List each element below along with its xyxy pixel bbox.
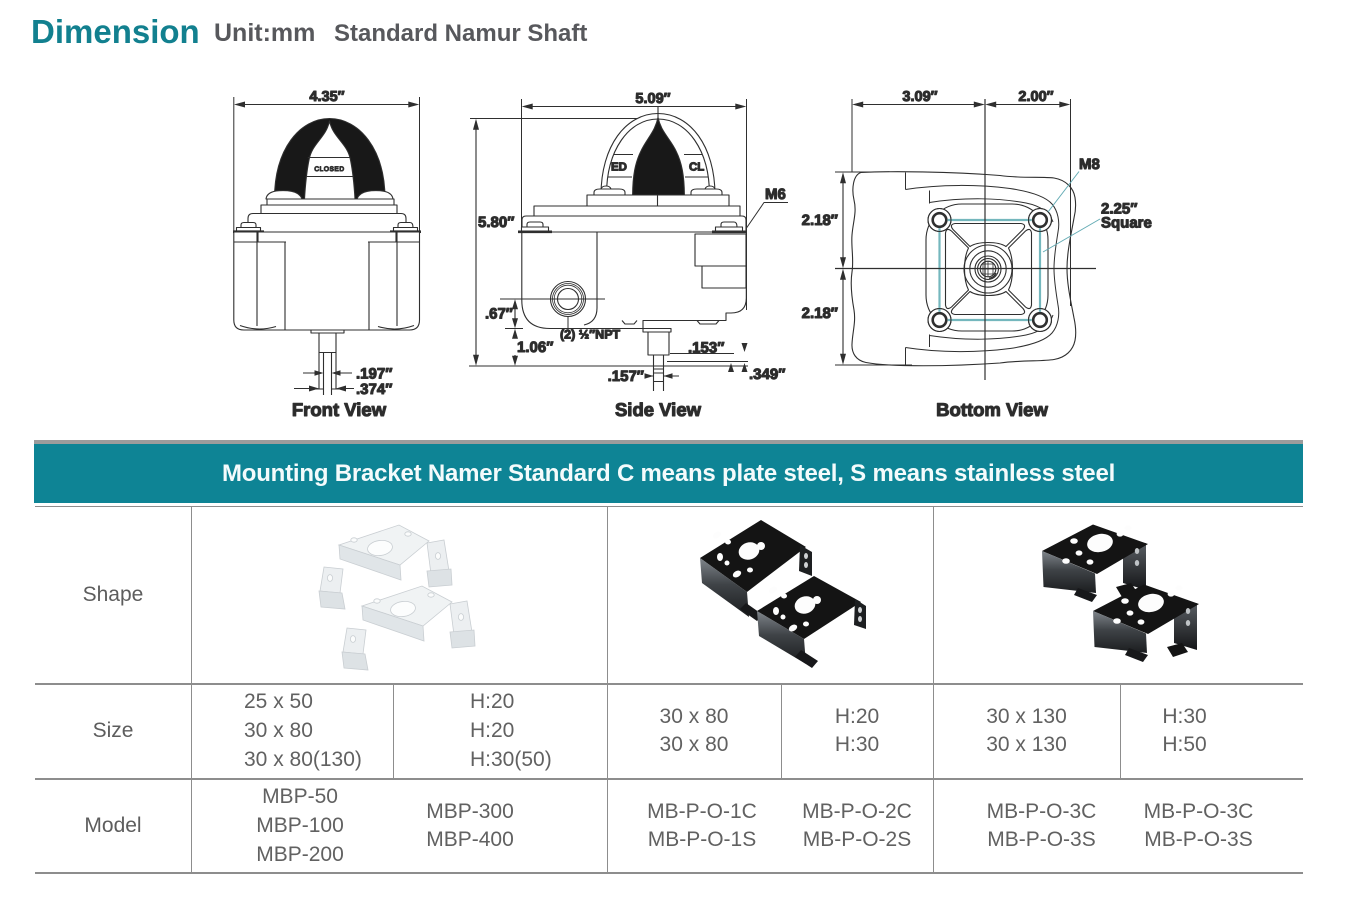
svg-text:.67″: .67″ — [485, 306, 513, 323]
svg-text:3.09″: 3.09″ — [902, 89, 937, 105]
svg-text:CLOSED: CLOSED — [314, 166, 344, 173]
svg-text:4.35″: 4.35″ — [309, 89, 344, 105]
svg-text:5.09″: 5.09″ — [635, 91, 670, 107]
svg-text:2.18″: 2.18″ — [802, 305, 838, 322]
svg-text:M6: M6 — [765, 186, 786, 203]
svg-text:M8: M8 — [1079, 156, 1100, 173]
svg-text:CL: CL — [689, 162, 704, 174]
svg-text:Side View: Side View — [615, 399, 702, 420]
svg-text:1.06″: 1.06″ — [517, 339, 553, 356]
svg-text:(2) ½″NPT: (2) ½″NPT — [560, 328, 621, 342]
svg-text:Bottom View: Bottom View — [936, 399, 1048, 420]
svg-text:.157″: .157″ — [608, 368, 644, 385]
svg-text:Square: Square — [1101, 215, 1152, 232]
svg-text:2.18″: 2.18″ — [802, 212, 838, 229]
svg-text:.153″: .153″ — [688, 340, 724, 357]
svg-text:2.25″: 2.25″ — [1101, 201, 1137, 218]
svg-text:.349″: .349″ — [749, 366, 785, 383]
svg-text:2.00″: 2.00″ — [1018, 89, 1053, 105]
svg-text:Front View: Front View — [292, 399, 387, 420]
svg-text:.374″: .374″ — [356, 381, 392, 398]
svg-text:ED: ED — [611, 162, 627, 174]
svg-text:.197″: .197″ — [356, 366, 392, 383]
svg-text:5.80″: 5.80″ — [478, 214, 514, 231]
